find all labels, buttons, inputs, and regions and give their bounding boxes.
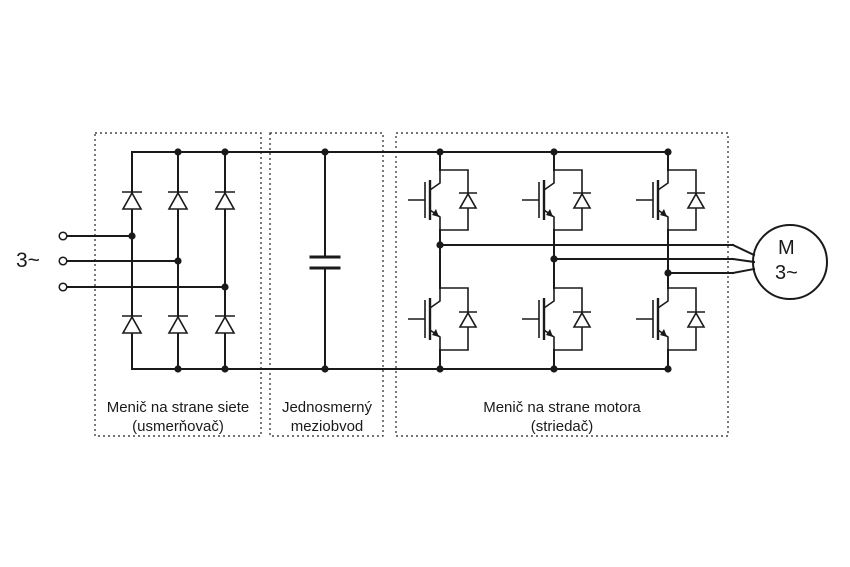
dc-link-capacitor [309, 151, 341, 370]
igbt-switch [522, 170, 555, 230]
dc-link-frame [269, 132, 384, 437]
junction-dots [128, 148, 672, 373]
igbt-emitter [657, 329, 669, 350]
igbt-arrow [660, 329, 667, 337]
junction-dot [321, 148, 329, 156]
input-terminal [58, 256, 68, 266]
rectifier-label-line1: Menič na strane siete [106, 399, 250, 416]
input-terminal [58, 231, 68, 241]
diode [214, 315, 236, 334]
junction-dot [436, 148, 444, 156]
input-label: 3~ [16, 249, 40, 272]
igbt-emitter [657, 209, 669, 230]
junction-dot [128, 232, 136, 240]
inverter-igbts [408, 169, 706, 351]
junction-dot [664, 148, 672, 156]
rectifier-label-line2: (usmerňovač) [132, 418, 224, 435]
diode-triangle [121, 191, 143, 210]
diode-triangle [167, 315, 189, 334]
freewheel-diode [458, 311, 478, 328]
igbt-switch [408, 170, 441, 230]
igbt-collector [657, 288, 669, 309]
inverter-label-line1: Menič na strane motora [483, 399, 641, 416]
dc-link-label-line2: meziobvod [290, 418, 364, 435]
igbt-switch [522, 288, 555, 350]
junction-dot [436, 241, 444, 249]
igbt-collector [657, 170, 669, 191]
junction-dot [174, 257, 182, 265]
igbt-arrow [660, 209, 667, 217]
diode [167, 191, 189, 210]
junction-dot [221, 148, 229, 156]
igbt-switch [408, 288, 441, 350]
junction-dot [550, 148, 558, 156]
freewheel-diode [572, 311, 592, 328]
junction-dot [550, 365, 558, 373]
junction-dot [321, 365, 329, 373]
inverter-label: Menič na strane motora (striedač) [398, 398, 726, 436]
diode-triangle [214, 191, 236, 210]
junction-dot [221, 365, 229, 373]
igbt-collector [543, 288, 555, 309]
junction-dot [221, 283, 229, 291]
motor-label-m: M [778, 237, 795, 259]
motor-circle [752, 224, 828, 300]
wiring [58, 151, 756, 370]
dc-link-label-line1: Jednosmerný [281, 399, 373, 416]
diode-triangle [121, 315, 143, 334]
igbt-collector [429, 288, 441, 309]
motor-symbol [752, 224, 828, 300]
igbt-switch [636, 170, 669, 230]
inverter-label-line2: (striedač) [530, 418, 594, 435]
motor-label-phases: 3~ [775, 262, 798, 284]
diode [121, 315, 143, 334]
rectifier-label: Menič na strane siete (usmerňovač) [98, 398, 258, 436]
diode [214, 191, 236, 210]
junction-dot [174, 148, 182, 156]
junction-dot [436, 365, 444, 373]
igbt-emitter [429, 329, 441, 350]
diode-triangle [167, 191, 189, 210]
junction-dot [664, 365, 672, 373]
igbt-arrow [432, 209, 439, 217]
junction-dot [664, 269, 672, 277]
igbt-switch [636, 288, 669, 350]
motor-feed [731, 257, 756, 264]
dc-link-label: Jednosmerný meziobvod [272, 398, 382, 436]
freewheel-diode [686, 311, 706, 328]
rectifier-frame [94, 132, 262, 437]
input-terminal [58, 282, 68, 292]
igbt-emitter [429, 209, 441, 230]
diode [167, 315, 189, 334]
igbt-emitter [543, 209, 555, 230]
diode [121, 191, 143, 210]
freewheel-diode [686, 192, 706, 209]
igbt-arrow [432, 329, 439, 337]
igbt-collector [429, 170, 441, 191]
igbt-arrow [546, 329, 553, 337]
igbt-arrow [546, 209, 553, 217]
rectifier-diodes [121, 191, 236, 334]
igbt-emitter [543, 329, 555, 350]
inverter-frame [395, 132, 729, 437]
freewheel-diode [572, 192, 592, 209]
igbt-collector [543, 170, 555, 191]
junction-dot [550, 255, 558, 263]
motor-feed [731, 267, 756, 275]
junction-dot [174, 365, 182, 373]
motor-feed [731, 243, 756, 257]
freewheel-diode [458, 192, 478, 209]
diode-triangle [214, 315, 236, 334]
